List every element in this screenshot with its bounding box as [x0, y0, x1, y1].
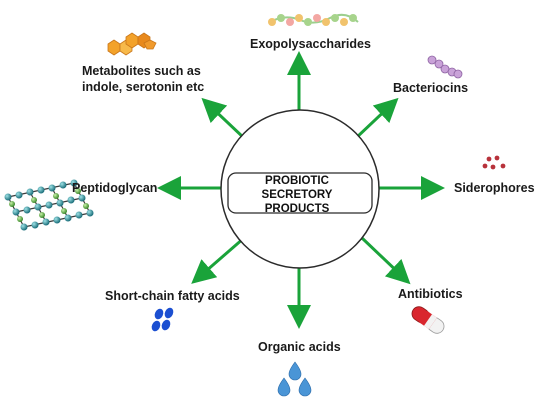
- label-bacteriocins: Bacteriocins: [393, 81, 469, 95]
- dots-cluster-icon: [482, 155, 506, 170]
- arrow-to-metabolites: [201, 97, 246, 140]
- arrow-to-antibiotics: [360, 236, 411, 285]
- hexagon-rings-icon: [107, 32, 157, 56]
- arrows: [157, 51, 445, 329]
- center-label-line1: PROBIOTIC SECRETORY: [261, 175, 333, 201]
- lattice-icon: [4, 179, 94, 231]
- arrow-to-bacteriocins: [354, 97, 399, 140]
- blue-particles-icon: [151, 307, 174, 332]
- label-metabolites-line2: indole, serotonin etc: [82, 80, 205, 94]
- droplets-icon: [277, 361, 312, 397]
- label-peptidoglycan: Peptidoglycan: [72, 181, 158, 195]
- center-label-line2: PRODUCTS: [264, 203, 330, 215]
- center-label: PROBIOTIC SECRETORY PRODUCTS: [228, 175, 366, 215]
- label-siderophores: Siderophores: [454, 181, 535, 195]
- label-antibiotics: Antibiotics: [398, 287, 463, 301]
- label-exopolysaccharides: Exopolysaccharides: [250, 37, 371, 51]
- center-label-box: [227, 172, 373, 214]
- label-metabolites-line1: Metabolites such as: [82, 64, 201, 78]
- polysaccharide-chain-icon: [268, 13, 359, 26]
- peptide-chain-icon: [427, 55, 463, 79]
- label-organic-acids: Organic acids: [258, 340, 341, 354]
- label-scfa: Short-chain fatty acids: [105, 289, 240, 303]
- arrow-to-scfa: [191, 236, 245, 284]
- capsule-icon: [411, 306, 445, 334]
